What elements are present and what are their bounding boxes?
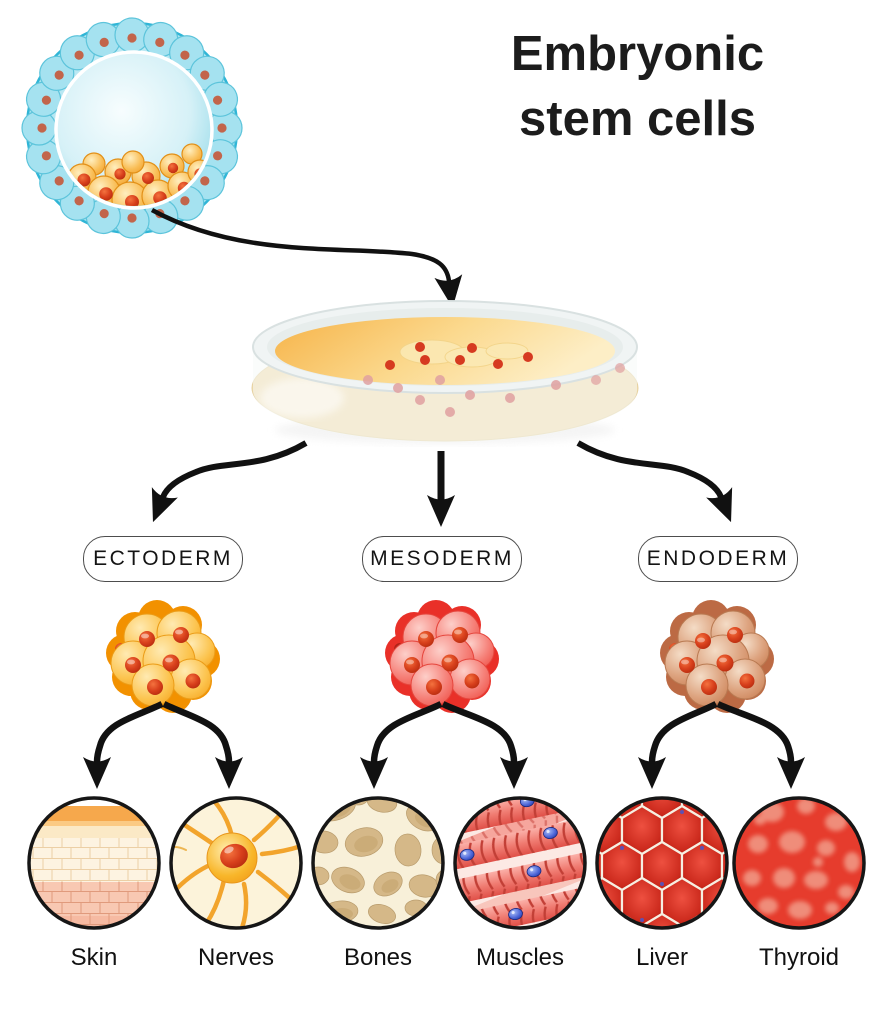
inner-cell-mass [67, 143, 210, 206]
tissue-circle-skin [27, 796, 161, 930]
tissue-circle-thyroid [732, 796, 866, 930]
arrow-ectoderm-to-skin [83, 701, 164, 789]
arrow-dish-to-ectoderm [151, 440, 308, 523]
stem-cell-colonies [363, 339, 625, 417]
arrow-mesoderm-to-bones [360, 701, 443, 789]
blastocyst-illustration [21, 17, 243, 239]
germ-label-mesoderm: MESODERM [362, 536, 522, 582]
arrow-dish-to-endoderm [576, 440, 733, 523]
tissue-circle-bones [311, 796, 445, 930]
page-title-line-2: stem cells [519, 91, 756, 146]
tissue-circle-muscles [453, 796, 587, 930]
arrow-endoderm-to-thyroid [716, 701, 805, 789]
petri-dish-illustration [251, 300, 639, 444]
germ-label-endoderm: ENDODERM [638, 536, 798, 582]
arrow-ectoderm-to-nerves [162, 701, 243, 789]
tissue-label-muscles: Muscles [475, 944, 565, 971]
tissue-label-skin: Skin [70, 944, 118, 971]
arrow-blastocyst-to-dish [150, 208, 463, 308]
mesoderm-cell-cluster [385, 600, 499, 713]
germ-label-endoderm-text: ENDODERM [646, 547, 790, 570]
page-title: Embryonic stem cells [440, 22, 835, 151]
germ-label-ectoderm-text: ECTODERM [93, 547, 233, 570]
ectoderm-cell-cluster [106, 600, 220, 713]
tissue-circle-nerves [169, 796, 303, 930]
tissue-circle-liver [595, 796, 729, 930]
tissue-label-nerves: Nerves [197, 944, 275, 971]
page-title-line-1: Embryonic [510, 27, 765, 81]
arrow-endoderm-to-liver [638, 701, 718, 789]
germ-label-ectoderm: ECTODERM [83, 536, 243, 582]
tissue-label-thyroid: Thyroid [758, 944, 840, 971]
germ-label-mesoderm-text: MESODERM [370, 547, 514, 570]
tissue-label-bones: Bones [343, 944, 413, 971]
endoderm-cell-cluster [660, 600, 774, 713]
tissue-label-liver: Liver [635, 944, 689, 971]
arrow-mesoderm-to-muscles [441, 701, 528, 789]
